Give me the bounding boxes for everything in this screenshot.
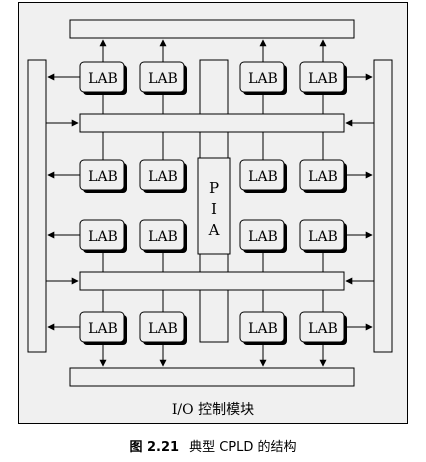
wire-group bbox=[46, 39, 374, 367]
lab-block-r4-c1: LAB bbox=[79, 311, 127, 345]
top-io-bus bbox=[69, 19, 355, 39]
lab-label: LAB bbox=[248, 71, 278, 87]
figure-caption: 图 2.21 典型 CPLD 的结构 bbox=[0, 436, 426, 455]
lab-label: LAB bbox=[248, 169, 278, 185]
lab-block-r1-c1: LAB bbox=[79, 61, 127, 95]
lab-label: LAB bbox=[88, 71, 118, 87]
lab-block-r1-c3: LAB bbox=[239, 61, 287, 95]
lab-block-r2-c4: LAB bbox=[299, 159, 347, 193]
lab-block-r3-c2: LAB bbox=[139, 219, 187, 253]
bottom-io-bus bbox=[69, 367, 355, 387]
lab-block-r3-c1: LAB bbox=[79, 219, 127, 253]
right-io-bus bbox=[373, 59, 393, 353]
lab-block-r4-c2: LAB bbox=[139, 311, 187, 345]
lab-label: LAB bbox=[88, 229, 118, 245]
lower-horizontal-bus bbox=[79, 271, 345, 291]
lab-label: LAB bbox=[148, 321, 178, 337]
lab-label: LAB bbox=[88, 321, 118, 337]
lab-block-r1-c4: LAB bbox=[299, 61, 347, 95]
pia-block bbox=[197, 157, 231, 255]
lab-label: LAB bbox=[88, 169, 118, 185]
lab-group: LAB LAB LAB LAB LAB LAB LAB LAB LAB LAB LAB LAB LAB L… bbox=[79, 61, 347, 345]
lab-block-r3-c4: LAB bbox=[299, 219, 347, 253]
lab-block-r1-c2: LAB bbox=[139, 61, 187, 95]
pia-top-column bbox=[199, 59, 229, 115]
lab-label: LAB bbox=[248, 229, 278, 245]
upper-horizontal-bus bbox=[79, 113, 345, 133]
lab-block-r4-c4: LAB bbox=[299, 311, 347, 345]
lab-block-r2-c2: LAB bbox=[139, 159, 187, 193]
lab-block-r2-c3: LAB bbox=[239, 159, 287, 193]
pia-letter-a: A bbox=[208, 221, 220, 239]
lab-label: LAB bbox=[308, 71, 338, 87]
lab-label: LAB bbox=[148, 169, 178, 185]
caption-text: 典型 CPLD 的结构 bbox=[189, 440, 297, 455]
lab-block-r4-c3: LAB bbox=[239, 311, 287, 345]
caption-number: 图 2.21 bbox=[129, 440, 180, 455]
lab-label: LAB bbox=[308, 321, 338, 337]
lab-label: LAB bbox=[308, 169, 338, 185]
left-io-bus bbox=[27, 59, 47, 353]
lab-block-r2-c1: LAB bbox=[79, 159, 127, 193]
pia-letter-i: I bbox=[211, 200, 217, 218]
lab-block-r3-c3: LAB bbox=[239, 219, 287, 253]
lab-label: LAB bbox=[308, 229, 338, 245]
pia-letter-p: P bbox=[209, 179, 219, 197]
pia-bottom-column bbox=[199, 289, 229, 343]
lab-label: LAB bbox=[148, 71, 178, 87]
lab-label: LAB bbox=[248, 321, 278, 337]
io-control-label: I/O 控制模块 bbox=[171, 402, 255, 418]
lab-label: LAB bbox=[148, 229, 178, 245]
